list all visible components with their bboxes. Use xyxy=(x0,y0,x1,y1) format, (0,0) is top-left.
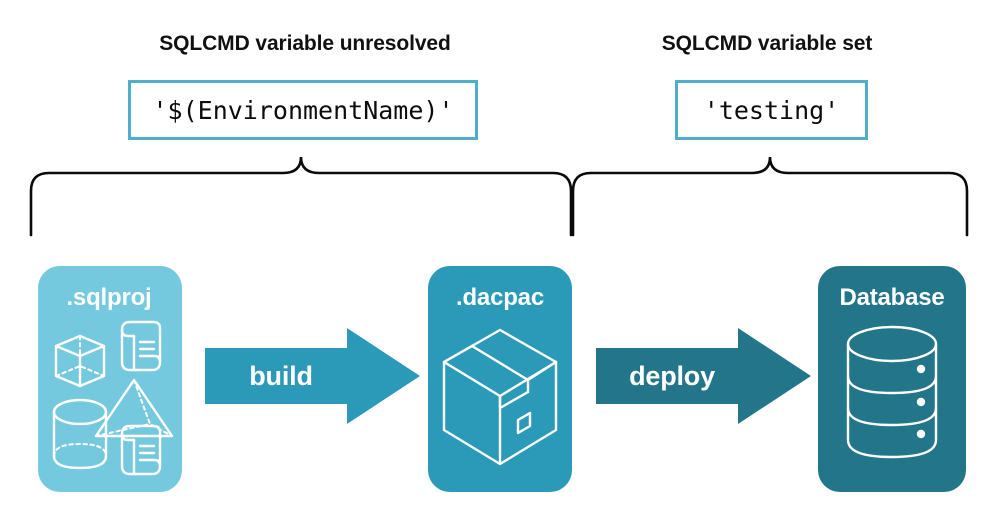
arrow-build: build xyxy=(205,328,420,424)
card-dacpac: .dacpac xyxy=(428,266,572,492)
package-box-icon xyxy=(442,328,558,466)
arrow-deploy: deploy xyxy=(596,328,811,424)
card-database: Database xyxy=(818,266,966,492)
card-dacpac-label: .dacpac xyxy=(456,284,544,311)
card-database-artwork xyxy=(846,325,938,459)
database-cylinder-icon xyxy=(846,325,938,459)
brace-right-icon xyxy=(571,156,969,237)
arrow-build-shape xyxy=(205,328,420,424)
arrow-deploy-shape xyxy=(596,328,811,424)
cylinder-icon xyxy=(52,398,108,470)
brace-left-icon xyxy=(29,156,573,237)
scroll-icon-bottom xyxy=(120,424,162,476)
cube-icon xyxy=(54,334,106,388)
card-database-label: Database xyxy=(839,284,945,311)
sqlcmd-variable-unresolved-value-box: '$(EnvironmentName)' xyxy=(128,80,478,140)
sqlcmd-variable-set-value-box: 'testing' xyxy=(675,80,868,140)
card-sqlproj-artwork xyxy=(52,320,174,476)
section-heading-set: SQLCMD variable set xyxy=(661,32,873,55)
card-sqlproj: .sqlproj xyxy=(38,266,182,492)
scroll-icon-top xyxy=(120,320,162,372)
pyramid-icon xyxy=(94,378,174,438)
card-dacpac-artwork xyxy=(442,328,558,466)
card-sqlproj-label: .sqlproj xyxy=(66,284,152,311)
section-heading-unresolved: SQLCMD variable unresolved xyxy=(159,32,451,55)
